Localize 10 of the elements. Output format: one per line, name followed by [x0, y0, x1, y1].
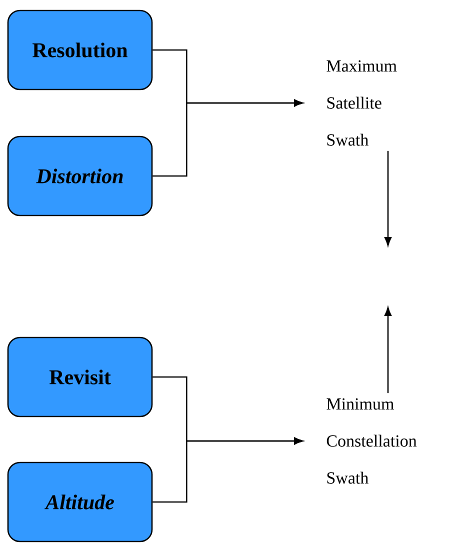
rounded-box: Resolution — [7, 10, 153, 90]
arrow — [384, 307, 392, 394]
rounded-box: Revisit — [7, 336, 153, 418]
rounded-box: Distortion — [7, 136, 153, 216]
arrow — [384, 150, 392, 246]
text-label: Maximum Satellite Swath — [326, 60, 397, 146]
text-label: Minimum Constellation Swath — [326, 398, 417, 484]
rounded-box: Altitude — [7, 462, 153, 542]
arrow — [152, 99, 303, 177]
arrow — [152, 437, 303, 503]
